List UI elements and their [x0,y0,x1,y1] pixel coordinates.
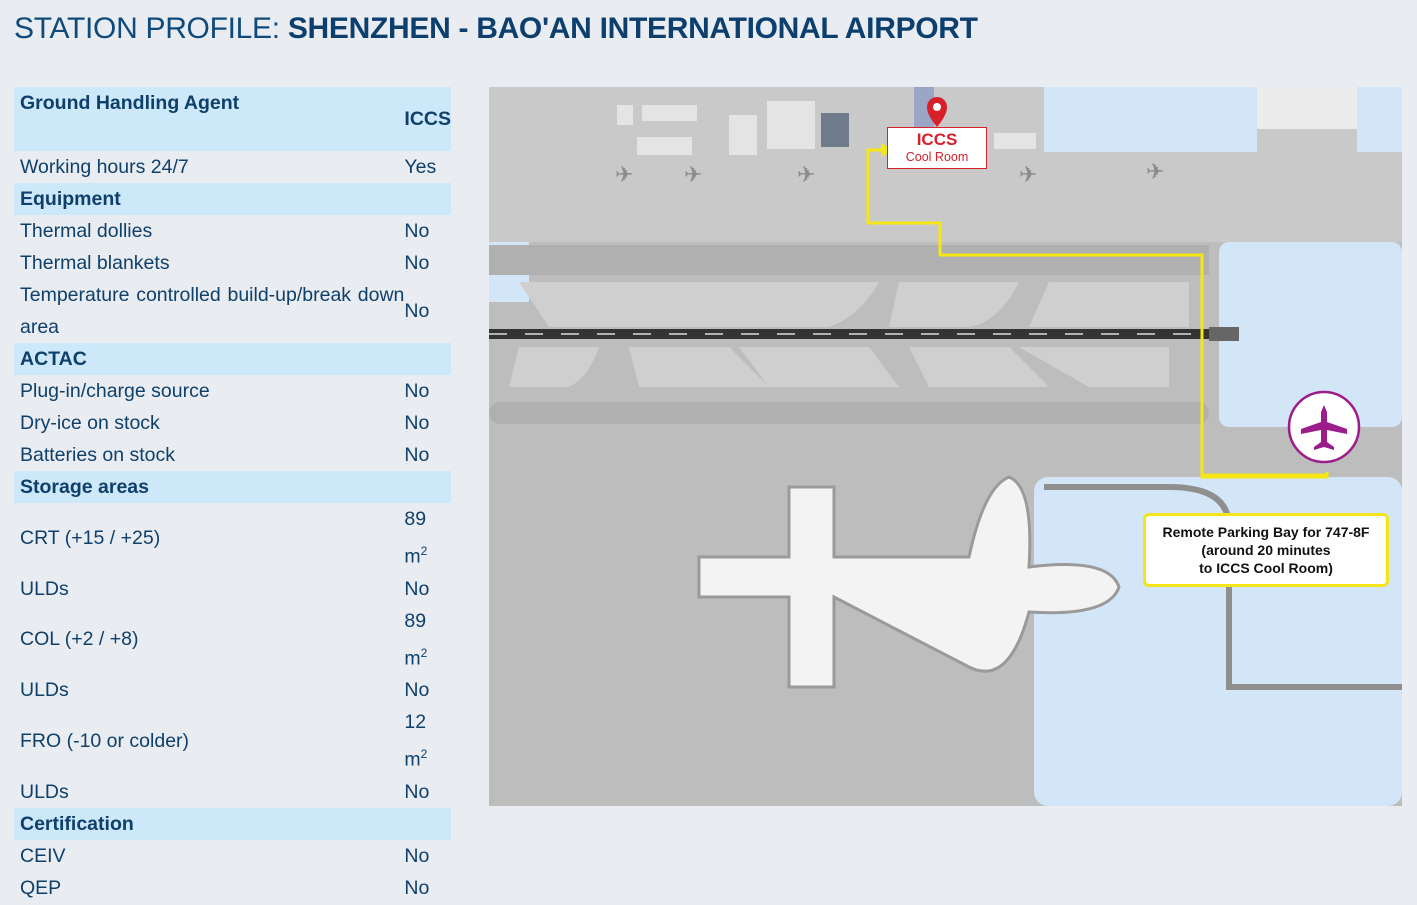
water-corner [1357,87,1402,152]
svg-text:✈: ✈ [797,163,815,188]
remote-parking-callout: Remote Parking Bay for 747-8F (around 20… [1143,513,1389,587]
title-prefix: STATION PROFILE: [14,12,288,45]
row-label: Working hours 24/7 [20,156,189,178]
building-dark [821,113,849,147]
row-label: Thermal blankets [20,252,170,274]
row-value: No [404,876,430,899]
section-header: Certification [14,807,451,840]
cargo-plane-marker-icon [1287,390,1361,464]
aprons [509,282,1189,387]
area-number: 89 [404,609,427,632]
table-row: Dry-ice on stock No [14,407,451,439]
row-label: CEIV [20,844,66,867]
row-label: ULDs [20,577,69,600]
table-row: FRO (-10 or colder) 12 m2 [14,706,451,776]
iccs-label: ICCS [916,130,958,149]
water-top [1044,87,1257,152]
row-value: 89 m2 [404,503,451,573]
row-value: 89 m2 [404,605,451,675]
row-value: No [404,380,430,402]
row-label: Dry-ice on stock [20,412,160,434]
svg-text:✈: ✈ [1146,160,1164,185]
gha-value: ICCS [404,87,451,151]
table-row: Thermal dollies No [14,215,451,247]
row-label: Plug-in/charge source [20,380,210,402]
row-value: No [404,679,430,701]
runway-end [1209,327,1239,341]
unit-exp: 2 [420,645,428,660]
svg-text:✈: ✈ [1019,163,1037,188]
unit-exp: 2 [420,544,428,558]
row-value: No [404,844,430,867]
building [1257,87,1357,129]
gha-label: Ground Handling Agent [14,87,405,151]
table-row: Thermal blankets No [14,247,451,279]
row-value: No [404,412,430,434]
callout-line: to ICCS Cool Room) [1199,560,1333,576]
iccs-cool-room-label: ICCS Cool Room [887,127,987,169]
row-label: CRT (+15 / +25) [20,526,161,549]
route-line [866,148,1327,477]
svg-text:✈: ✈ [684,163,702,188]
callout-line: (around 20 minutes [1201,542,1331,558]
row-value: Yes [404,156,437,178]
access-road [914,87,934,127]
taxiway-mid [489,402,1209,424]
section-storage: Storage areas [14,471,451,503]
row-value: No [404,300,430,322]
buildings [617,101,1036,155]
section-actac: ACTAC [14,343,451,375]
section-equipment: Equipment [14,183,451,215]
row-label: ULDs [20,679,69,701]
area-number: 12 [404,711,427,733]
row-value: No [404,577,430,600]
callout-line: Remote Parking Bay for 747-8F [1162,524,1370,540]
unit: m [404,545,421,568]
table-row: CRT (+15 / +25) 89 m2 [14,503,451,573]
row-value: No [404,780,430,803]
row-label: COL (+2 / +8) [20,628,139,651]
section-header: Storage areas [14,471,451,503]
row-label: Thermal dollies [20,220,153,242]
airport-map: ✈ ✈ ✈ ✈ ✈ [489,87,1402,806]
row-label: Temperature controlled build-up/break do… [20,284,405,338]
row-label: Batteries on stock [20,444,175,466]
unit-exp: 2 [420,747,428,761]
table-row: ULDs No [14,776,451,808]
row-label: QEP [20,876,62,899]
table-row: ULDs No [14,573,451,605]
row-label: ULDs [20,780,69,803]
terminal [697,475,1121,689]
svg-text:✈: ✈ [615,163,633,188]
table-row: CEIV No [14,840,451,872]
table-row: Temperature controlled build-up/break do… [14,279,451,343]
row-value: No [404,252,430,274]
row-value: 12 m2 [404,706,451,776]
row-value: No [404,220,430,242]
table-row: ULDs No [14,674,451,706]
row-label: FRO (-10 or colder) [20,729,190,752]
unit: m [404,748,421,771]
section-header: ACTAC [14,343,451,375]
unit: m [404,647,421,669]
table-row: COL (+2 / +8) 89 m2 [14,605,451,675]
table-row: Plug-in/charge source No [14,375,451,407]
table-row: Batteries on stock No [14,439,451,471]
water-right [1219,242,1402,427]
table-row: Working hours 24/7 Yes [14,151,451,183]
aircraft-icons: ✈ ✈ ✈ ✈ ✈ [615,160,1164,188]
page-title: STATION PROFILE: SHENZHEN - BAO'AN INTER… [14,12,978,46]
cool-room-label: Cool Room [905,150,969,164]
taxiway-top [489,245,1209,275]
area-number: 89 [404,508,427,530]
station-name: SHENZHEN - BAO'AN INTERNATIONAL AIRPORT [287,12,978,45]
location-pin-icon [927,97,947,127]
row-value: No [404,444,430,466]
table-row: QEP No [14,872,451,904]
section-certification: Certification [14,807,451,840]
section-header: Equipment [14,183,451,215]
